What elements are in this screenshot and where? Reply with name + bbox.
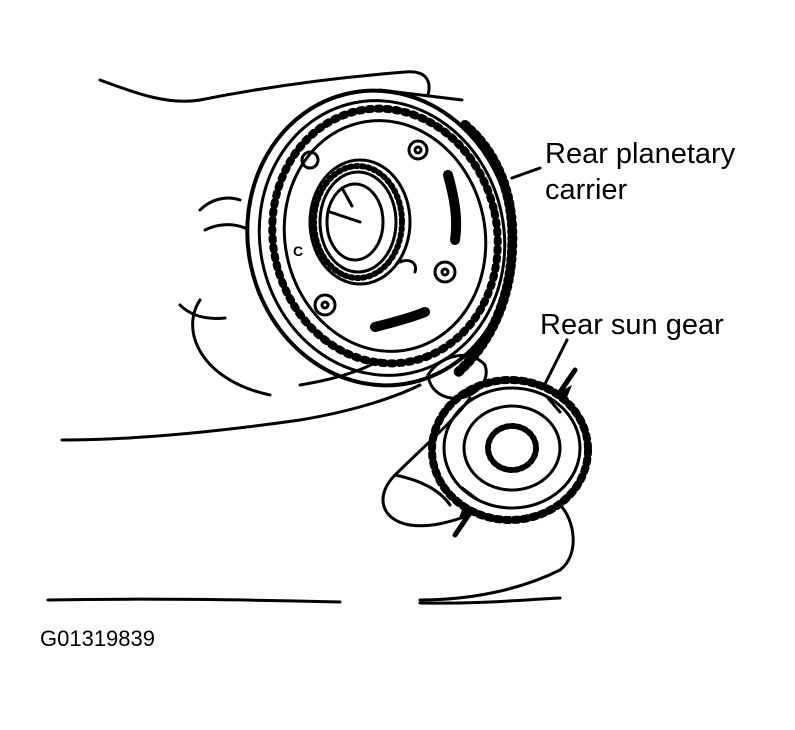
left-hand [60,70,431,442]
carrier-leader-line [510,166,542,180]
marking-c: C [293,243,303,259]
rear-sun-gear [428,376,592,524]
sun-gear-leader-line [543,338,569,386]
label-rear-planetary-carrier-line2: carrier [545,174,628,206]
label-rear-planetary-carrier-line1: Rear planetary [545,138,736,170]
figure-id: G01319839 [40,626,155,651]
arrow-upper-icon [557,367,578,395]
right-hand [381,354,575,602]
arrow-upper-head-icon [560,385,572,400]
label-rear-sun-gear: Rear sun gear [540,309,724,341]
rear-planetary-carrier [245,88,518,388]
ground-line-left [46,597,342,604]
arrow-lower-icon [452,510,473,538]
arrow-lower-head-icon [458,505,470,520]
ground-line-right [418,596,562,605]
